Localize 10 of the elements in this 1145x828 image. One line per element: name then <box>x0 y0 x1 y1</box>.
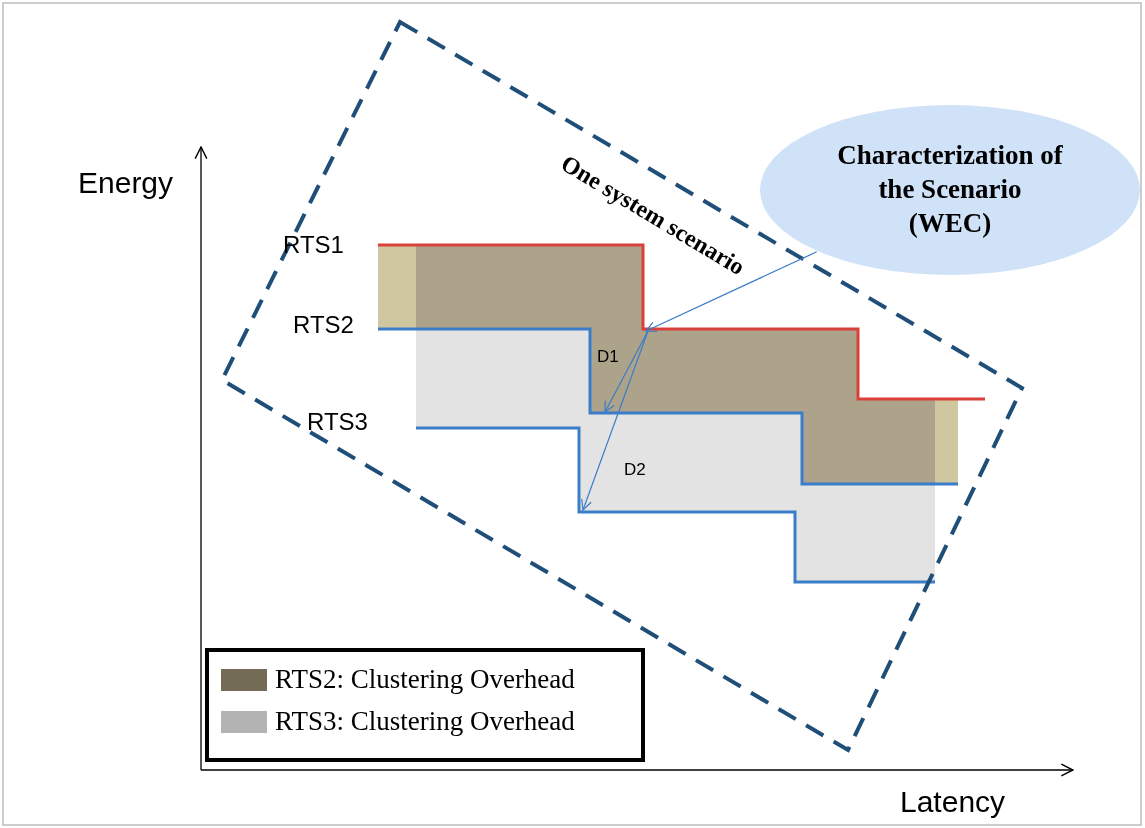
ellipse-label: Characterization of the Scenario (WEC) <box>836 139 1064 240</box>
curve-label: RTS1 <box>283 231 344 259</box>
dimension-label: D2 <box>624 460 646 480</box>
curve-label: RTS3 <box>307 408 368 436</box>
dimension-label: D1 <box>597 347 619 367</box>
legend-label: RTS2: Clustering Overhead <box>275 664 575 695</box>
axis-title: Energy <box>78 166 174 200</box>
axis-title: Latency <box>900 785 1006 819</box>
legend-label: RTS3: Clustering Overhead <box>275 706 575 737</box>
curve-label: RTS2 <box>293 311 354 339</box>
